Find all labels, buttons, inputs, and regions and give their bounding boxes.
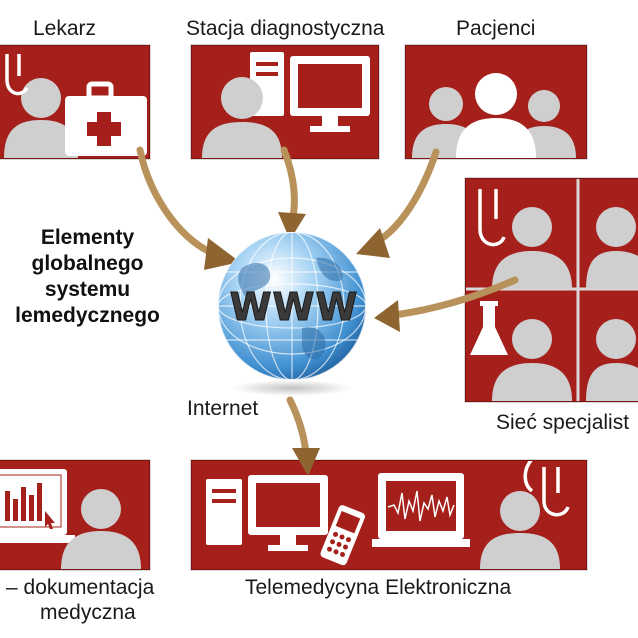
ecg-monitor-icon — [372, 473, 470, 547]
arrow-from-lekarz — [136, 146, 240, 270]
label-stacja-diagnostyczna: Stacja diagnostyczna — [186, 17, 385, 40]
stethoscope-icon — [523, 461, 570, 517]
panel-dokumentacja — [0, 460, 150, 570]
panel-telemedycyna — [191, 460, 587, 570]
panel-pacjenci — [405, 45, 587, 159]
title-line-2: globalnego — [31, 252, 144, 275]
stethoscope-icon — [478, 189, 506, 247]
arrow-from-pacjenci — [356, 148, 440, 258]
phone-icon — [320, 505, 366, 566]
label-lekarz: Lekarz — [33, 17, 97, 40]
person-icon — [202, 77, 282, 158]
label-dokumentacja-line2: medyczna — [40, 601, 136, 624]
panel-stacja-diagnostyczna — [191, 45, 379, 159]
person-icon — [586, 207, 638, 289]
monitor-icon — [248, 475, 328, 551]
computer-icon — [206, 479, 242, 545]
label-siec-specjalistow: Sieć specjalist — [496, 411, 630, 434]
medical-kit-icon — [65, 81, 147, 156]
flask-icon — [470, 301, 508, 355]
label-pacjenci: Pacjenci — [456, 17, 536, 40]
arrow-from-siec — [374, 276, 519, 332]
arrow-from-stacja — [278, 146, 306, 240]
title-line-1: Elementy — [40, 226, 135, 249]
person-icon — [492, 319, 572, 401]
title-line-3: systemu — [44, 278, 131, 301]
globe-icon: WWW — [218, 232, 366, 396]
monitor-icon — [290, 56, 370, 132]
person-icon — [61, 489, 141, 569]
globe-www-text: WWW — [230, 285, 359, 329]
diagram-title: Elementy globalnego systemu lemedycznego — [0, 225, 175, 329]
person-icon — [586, 319, 638, 401]
title-line-4: lemedycznego — [15, 304, 160, 327]
label-internet: Internet — [187, 397, 259, 420]
panel-lekarz — [0, 45, 150, 159]
label-telemedycyna: Telemedycyna Elektroniczna — [245, 576, 512, 599]
person-icon — [456, 73, 536, 158]
stethoscope-icon — [5, 54, 29, 96]
label-dokumentacja-line1: – dokumentacja — [6, 576, 155, 599]
bar-chart-icon — [5, 483, 55, 529]
person-icon — [480, 491, 560, 569]
person-icon — [4, 78, 78, 158]
arrow-to-telemedycyna — [286, 396, 320, 476]
